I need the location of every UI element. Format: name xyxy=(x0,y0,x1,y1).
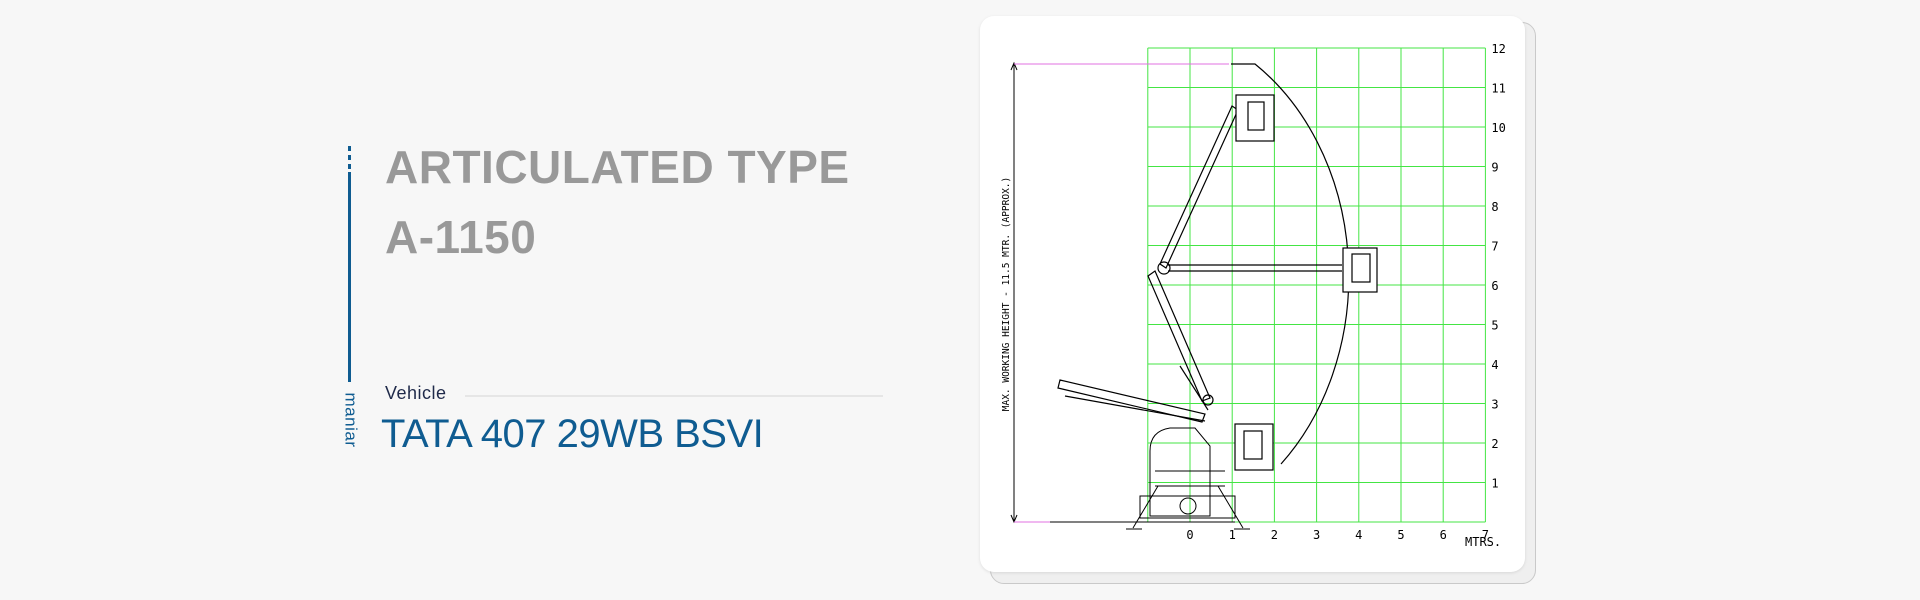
height-tick-label: 2 xyxy=(1491,437,1498,451)
vehicle-label: Vehicle xyxy=(385,383,447,403)
product-title-line-1: ARTICULATED TYPE xyxy=(385,141,850,193)
height-tick-label: 11 xyxy=(1491,82,1505,96)
max-height-label: MAX. WORKING HEIGHT - 11.5 MTR. (APPROX.… xyxy=(1001,177,1012,412)
height-tick-label: 12 xyxy=(1491,42,1505,56)
accent-dash-1 xyxy=(348,146,351,151)
height-tick-label: 6 xyxy=(1491,279,1498,293)
work-platforms xyxy=(1234,94,1378,471)
reach-tick-label: 3 xyxy=(1313,528,1320,542)
reach-tick-label: 7 xyxy=(1482,528,1489,542)
accent-dash-2 xyxy=(348,155,351,160)
reach-tick-label: 6 xyxy=(1440,528,1447,542)
brand-logo-text: maniar xyxy=(341,392,360,448)
max-height-dimension xyxy=(1010,61,1229,524)
reach-tick-label: 5 xyxy=(1397,528,1404,542)
product-title-line-2: A-1150 xyxy=(385,211,537,263)
height-tick-label: 1 xyxy=(1491,477,1498,491)
height-tick-label: 10 xyxy=(1491,121,1505,135)
height-tick-label: 3 xyxy=(1491,398,1498,412)
reach-tick-label: 4 xyxy=(1355,528,1362,542)
vehicle-name: TATA 407 29WB BSVI xyxy=(381,412,764,456)
accent-dash-3 xyxy=(348,164,351,169)
vehicle-divider xyxy=(465,395,883,397)
reach-tick-label: 0 xyxy=(1186,528,1193,542)
accent-bar xyxy=(348,172,351,382)
height-tick-label: 8 xyxy=(1491,200,1498,214)
product-title: ARTICULATED TYPE A-1150 xyxy=(385,132,850,272)
height-tick-label: 4 xyxy=(1491,358,1498,372)
height-tick-label: 7 xyxy=(1491,240,1498,254)
brand-logo: maniar xyxy=(338,390,362,450)
height-tick-label: 5 xyxy=(1491,319,1498,333)
reach-ticks: 0 1 2 3 4 5 6 7 xyxy=(1186,528,1489,542)
boom-arms xyxy=(1057,105,1342,423)
reach-tick-label: 1 xyxy=(1229,528,1236,542)
reach-tick-label: 2 xyxy=(1271,528,1278,542)
vehicle-outline xyxy=(1126,427,1250,530)
range-grid xyxy=(1147,47,1486,523)
reach-unit-label: MTRS. xyxy=(1465,535,1501,549)
height-tick-label: 9 xyxy=(1491,161,1498,175)
